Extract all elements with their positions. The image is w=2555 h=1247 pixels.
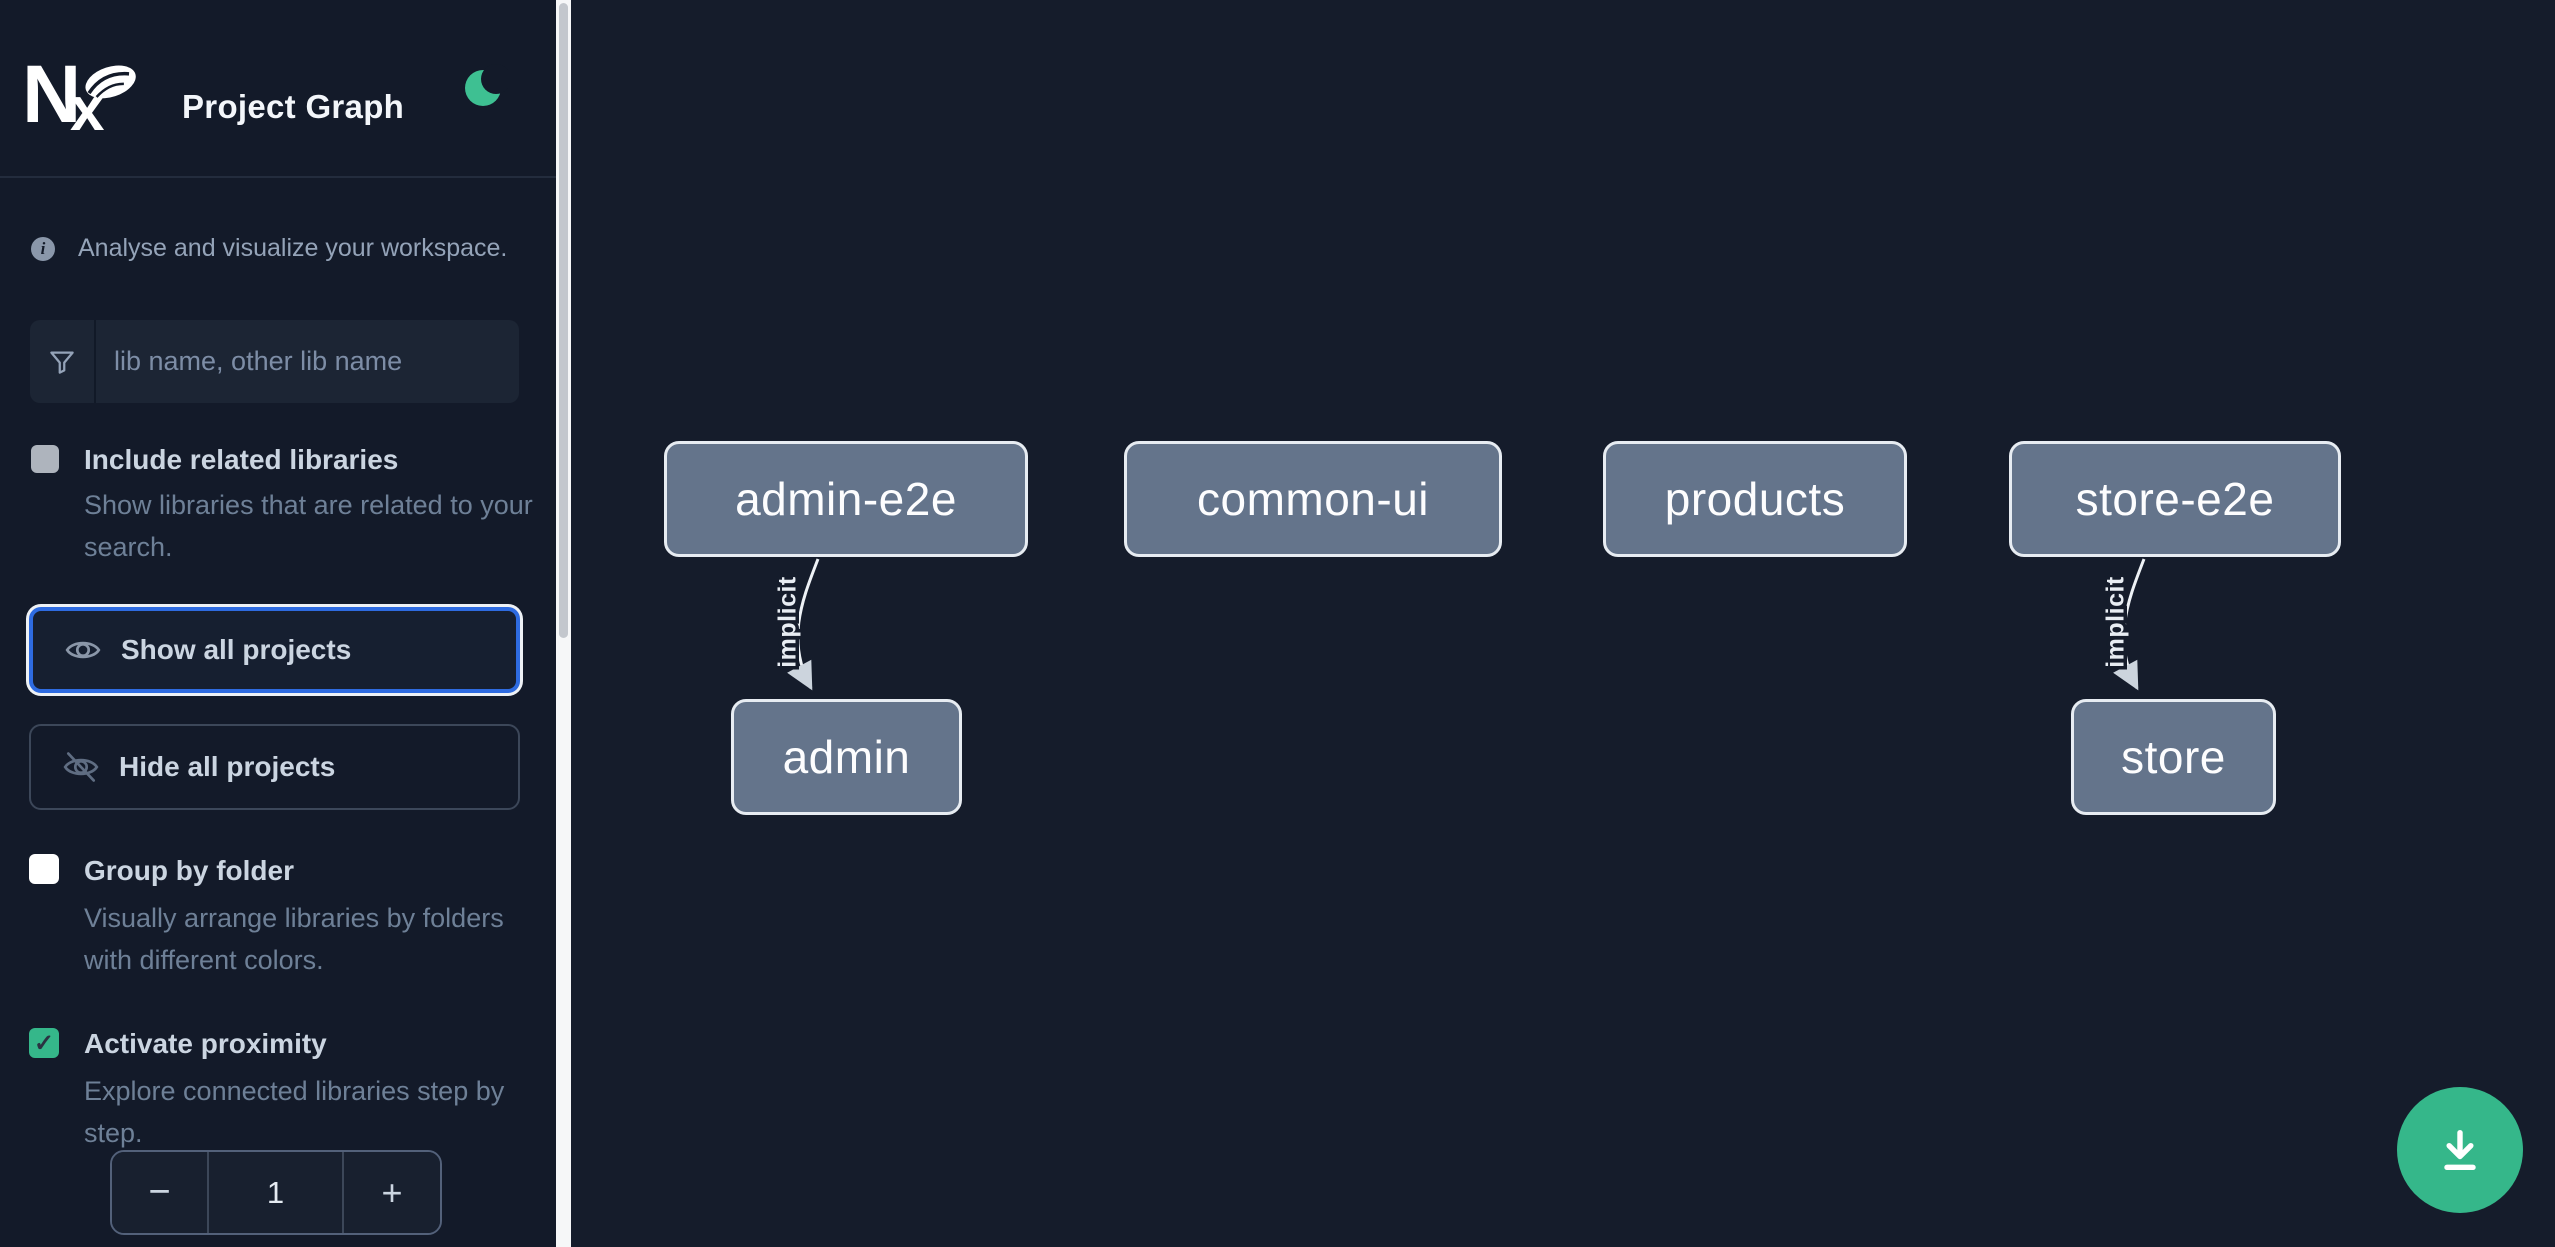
graph-node-admin-e2e[interactable]: admin-e2e	[664, 441, 1028, 557]
sidebar-scrollbar-track[interactable]	[556, 0, 571, 1247]
proximity-decrease-button[interactable]: −	[112, 1152, 209, 1233]
sidebar: N x Project Graph i Analyse and visualiz…	[0, 0, 556, 1247]
activate-proximity-label: Activate proximity	[84, 1028, 327, 1059]
group-by-folder-checkbox[interactable]	[29, 854, 59, 884]
proximity-stepper: − 1 +	[110, 1150, 442, 1235]
graph-node-products[interactable]: products	[1603, 441, 1907, 557]
edge-label-implicit: implicit	[2102, 576, 2130, 668]
group-by-folder-description: Visually arrange libraries by folders wi…	[84, 903, 504, 975]
graph-node-common-ui[interactable]: common-ui	[1124, 441, 1502, 557]
info-icon: i	[31, 237, 55, 261]
graph-node-admin[interactable]: admin	[731, 699, 962, 815]
edge-store-e2e-store[interactable]: implicit	[2098, 558, 2146, 691]
download-graph-button[interactable]	[2397, 1087, 2523, 1213]
nx-logo: N x	[22, 49, 138, 144]
hide-all-projects-button[interactable]: Hide all projects	[29, 724, 520, 810]
edge-layer: implicit implicit	[770, 558, 2146, 691]
graph-node-store-e2e[interactable]: store-e2e	[2009, 441, 2341, 557]
eye-icon	[63, 630, 103, 670]
include-related-checkbox[interactable]	[31, 445, 59, 473]
svg-text:N: N	[26, 54, 81, 132]
include-related-label: Include related libraries	[84, 444, 399, 475]
proximity-increase-button[interactable]: +	[342, 1152, 440, 1233]
include-related-description: Show libraries that are related to your …	[84, 490, 533, 562]
edge-label-implicit: implicit	[774, 576, 802, 668]
sidebar-scrollbar-thumb[interactable]	[559, 3, 568, 638]
activate-proximity-description: Explore connected libraries step by step…	[84, 1076, 505, 1148]
proximity-value: 1	[209, 1152, 342, 1233]
hide-all-projects-label: Hide all projects	[119, 751, 336, 782]
eye-off-icon	[61, 747, 101, 787]
download-icon	[2444, 1129, 2476, 1171]
graph-node-store[interactable]: store	[2071, 699, 2276, 815]
search-input[interactable]	[96, 320, 519, 403]
theme-toggle-button[interactable]	[458, 60, 514, 116]
group-by-folder-label: Group by folder	[84, 855, 294, 886]
moon-icon	[465, 63, 511, 106]
header-divider	[0, 176, 556, 178]
filter-funnel-icon	[30, 320, 96, 403]
page-title: Project Graph	[182, 88, 405, 126]
graph-canvas[interactable]: implicit implicit admin-e2e common-ui pr…	[571, 0, 2555, 1247]
activate-proximity-checkbox[interactable]: ✓	[29, 1028, 59, 1058]
tagline: Analyse and visualize your workspace.	[78, 234, 508, 262]
edge-admin-e2e-admin[interactable]: implicit	[770, 558, 820, 691]
search-filter	[30, 320, 519, 403]
nx-logo-icon: N x	[22, 49, 136, 144]
show-all-projects-button[interactable]: Show all projects	[29, 607, 520, 693]
show-all-projects-label: Show all projects	[121, 634, 352, 665]
